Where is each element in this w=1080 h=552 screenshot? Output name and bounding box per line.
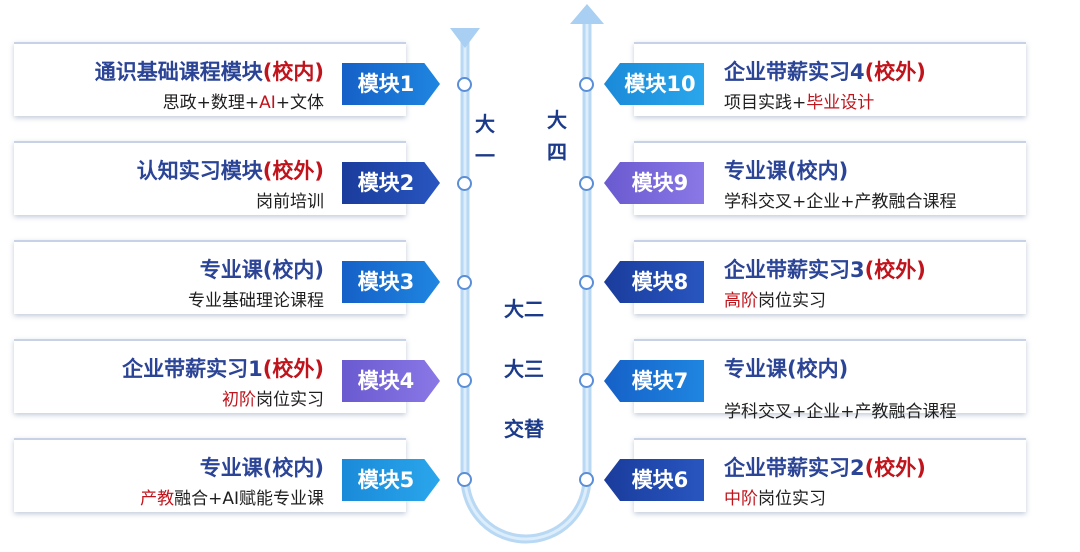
stage-year23-line2: 大三: [504, 357, 544, 381]
module-badge-7: 模块7: [604, 360, 704, 402]
module-badge-3: 模块3: [342, 261, 440, 303]
module-badge-5: 模块5: [342, 459, 440, 501]
stage-year1: 大一: [475, 112, 495, 168]
module-badge-9: 模块9: [604, 162, 704, 204]
module-title: 企业带薪实习4(校外): [724, 60, 926, 84]
track-dot: [579, 275, 594, 290]
module-badge-4: 模块4: [342, 360, 440, 402]
down-arrow-icon: [450, 28, 480, 48]
module-title: 通识基础课程模块(校内): [94, 60, 324, 84]
module-desc: 高阶岗位实习: [724, 291, 826, 311]
module-title: 企业带薪实习1(校外): [122, 357, 324, 381]
module-desc: 中阶岗位实习: [724, 489, 826, 509]
track-dot: [579, 373, 594, 388]
module-badge-1: 模块1: [342, 63, 440, 105]
track-dot: [579, 472, 594, 487]
track-dot: [579, 77, 594, 92]
module-desc: 产教融合+AI赋能专业课: [140, 489, 324, 509]
module-desc: 学科交叉+企业+产教融合课程: [724, 402, 957, 422]
track-dot: [457, 176, 472, 191]
module-title: 认知实习模块(校外): [136, 159, 324, 183]
module-badge-6: 模块6: [604, 459, 704, 501]
module-title: 专业课(校内): [199, 456, 324, 480]
module-badge-2: 模块2: [342, 162, 440, 204]
module-card-2: 认知实习模块(校外) 岗前培训: [14, 141, 406, 215]
module-badge-10: 模块10: [604, 63, 704, 105]
module-card-1: 通识基础课程模块(校内) 思政+数理+AI+文体: [14, 42, 406, 116]
module-title: 专业课(校内): [724, 357, 849, 381]
module-title: 专业课(校内): [199, 258, 324, 282]
track-dot: [457, 472, 472, 487]
module-badge-8: 模块8: [604, 261, 704, 303]
module-title: 专业课(校内): [724, 159, 849, 183]
stage-year23-line3: 交替: [504, 417, 544, 441]
track-dot: [457, 77, 472, 92]
module-card-4: 企业带薪实习1(校外) 初阶岗位实习: [14, 339, 406, 413]
module-desc: 学科交叉+企业+产教融合课程: [724, 192, 957, 212]
up-arrow-icon: [570, 4, 604, 24]
track-dot: [457, 373, 472, 388]
module-desc: 专业基础理论课程: [188, 291, 324, 311]
module-title: 企业带薪实习2(校外): [724, 456, 926, 480]
module-desc: 项目实践+毕业设计: [724, 93, 875, 113]
module-desc: 思政+数理+AI+文体: [162, 93, 324, 113]
module-title: 企业带薪实习3(校外): [724, 258, 926, 282]
track-dot: [457, 275, 472, 290]
module-desc: 初阶岗位实习: [222, 390, 324, 410]
module-card-5: 专业课(校内) 产教融合+AI赋能专业课: [14, 438, 406, 512]
stage-year23-line1: 大二: [504, 297, 544, 321]
track-path-highlight: [463, 24, 589, 541]
stage-year4: 大四: [547, 108, 567, 164]
module-card-3: 专业课(校内) 专业基础理论课程: [14, 240, 406, 314]
module-desc: 岗前培训: [256, 192, 324, 212]
track-dot: [579, 176, 594, 191]
track-path: [460, 24, 592, 544]
